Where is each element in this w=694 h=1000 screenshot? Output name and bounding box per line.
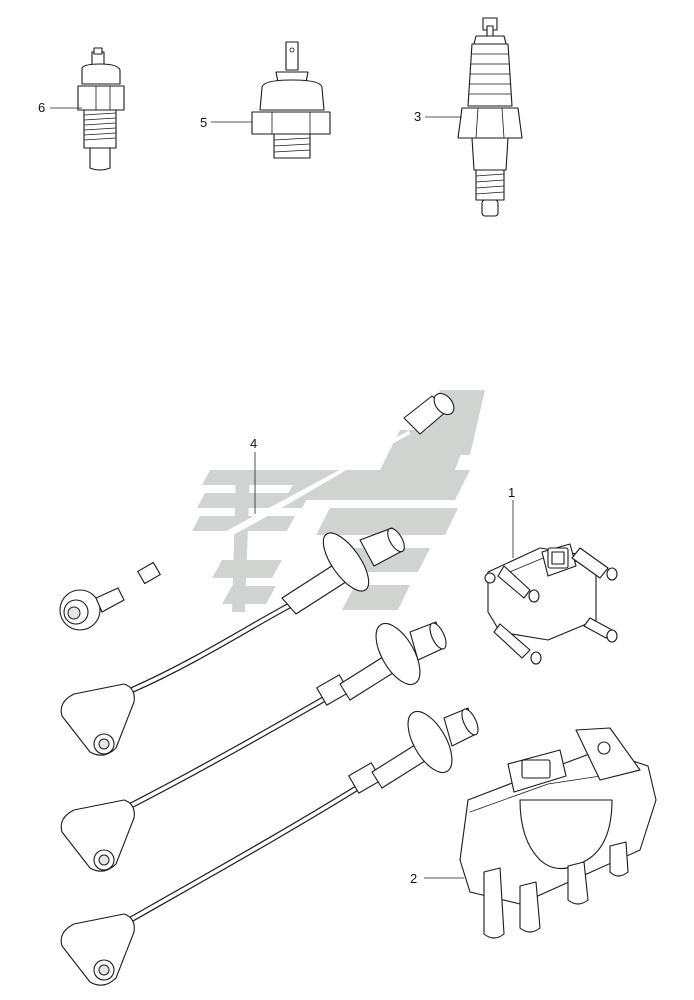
spark-plug [457, 17, 523, 217]
ignition-coil-1 [484, 543, 618, 665]
callout-5: 5 [200, 115, 207, 130]
callout-6: 6 [38, 100, 45, 115]
callout-2: 2 [410, 871, 417, 886]
callout-3: 3 [414, 109, 421, 124]
callout-4: 4 [250, 436, 257, 451]
sensor-switch-6 [77, 47, 125, 171]
ignition-coil-2 [459, 727, 657, 939]
sensor-switch-5 [251, 41, 331, 159]
ignition-wires [59, 392, 479, 986]
callout-1: 1 [508, 485, 515, 500]
